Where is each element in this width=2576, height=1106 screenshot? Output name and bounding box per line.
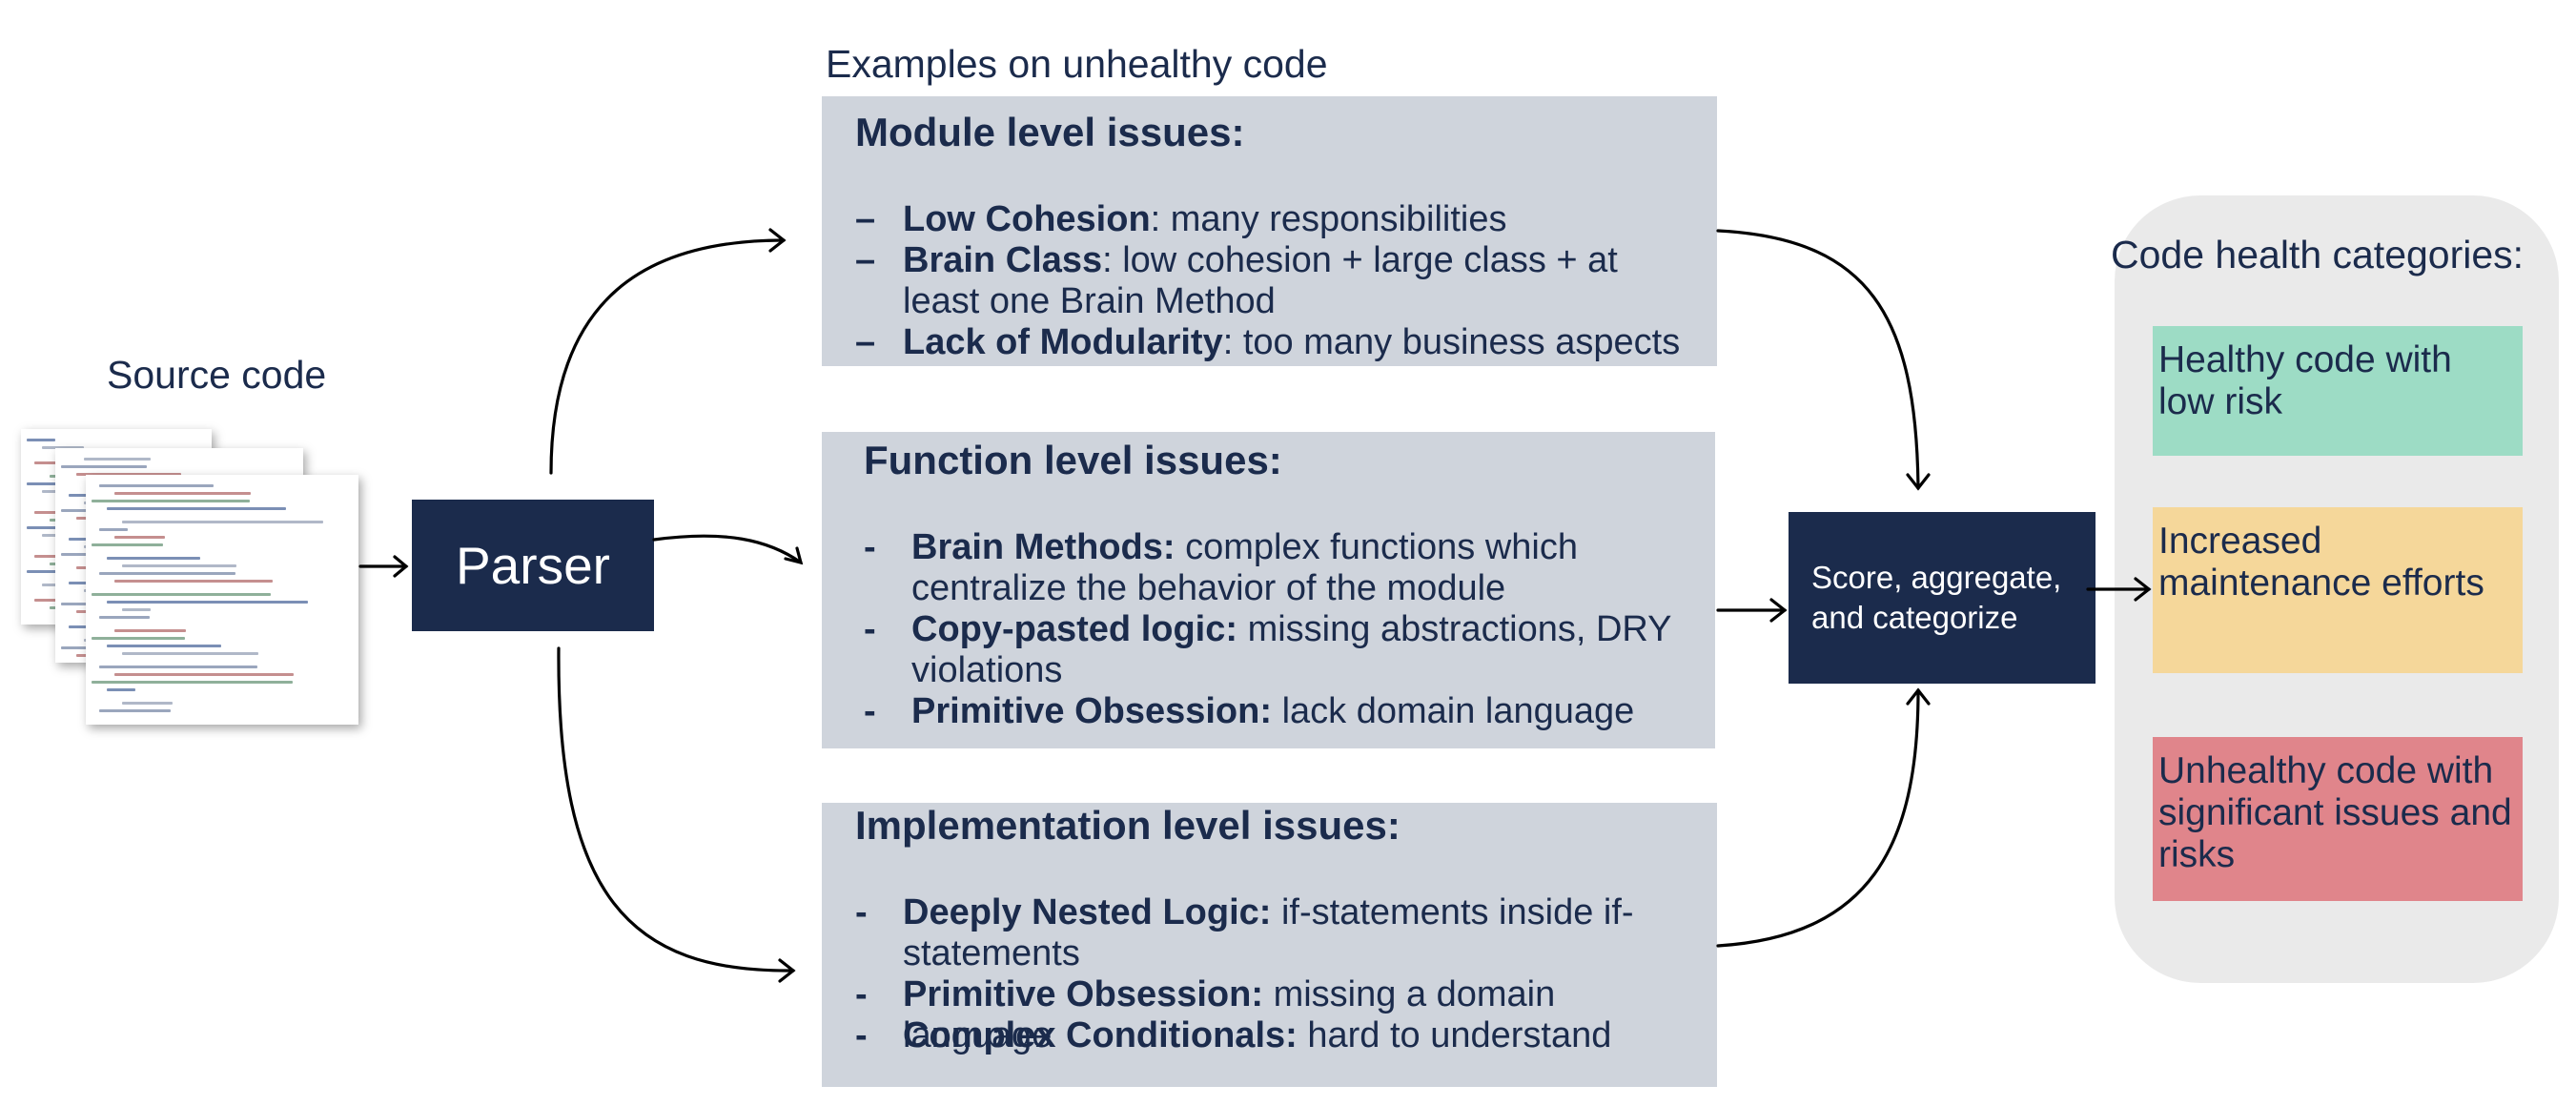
code-line (107, 645, 222, 647)
source-code-label: Source code (107, 353, 327, 397)
code-line (92, 500, 250, 502)
code-line (99, 572, 235, 575)
code-line (92, 637, 185, 640)
module-issue-low-cohesion: – Low Cohesion: many responsibilities (855, 199, 1507, 239)
code-line (114, 629, 187, 632)
arrow-function-to-score-head (1769, 598, 1788, 623)
function-issue-copy-pasted-logic: - Copy-pasted logic: missing abstraction… (864, 609, 1671, 690)
module-issue-brain-class: – Brain Class: low cohesion + large clas… (855, 240, 1618, 321)
code-line (122, 652, 258, 655)
function-level-title: Function level issues: (864, 438, 1282, 482)
category-healthy-label: Healthy code with low risk (2158, 339, 2452, 422)
code-line (122, 564, 237, 567)
code-line (122, 521, 323, 523)
code-line (34, 599, 63, 602)
category-unhealthy-label: Unhealthy code with significant issues a… (2158, 750, 2512, 875)
arrow-implementation-to-score-head (1906, 687, 1931, 706)
code-health-categories-heading: Code health categories: (2111, 233, 2525, 276)
code-line (107, 507, 287, 510)
module-issue-lack-of-modularity: – Lack of Modularity: too many business … (855, 322, 1681, 362)
arrow-parser-to-module-head (768, 228, 787, 253)
code-line (61, 603, 90, 605)
implementation-issue-deeply-nested-logic: - Deeply Nested Logic: if-statements ins… (855, 892, 1634, 973)
code-line (114, 580, 273, 583)
code-line (107, 688, 135, 691)
code-line (122, 702, 173, 705)
code-line (107, 557, 200, 560)
code-line (122, 608, 151, 611)
arrow-implementation-to-score (1716, 688, 1920, 948)
examples-heading: Examples on unhealthy code (826, 42, 1328, 86)
category-increased-maintenance: Increased maintenance efforts (2153, 507, 2523, 673)
code-line (92, 543, 164, 546)
implementation-level-title: Implementation level issues: (855, 803, 1400, 848)
score-label: Score, aggregate, and categorize (1811, 560, 2062, 635)
code-line (107, 601, 308, 604)
implementation-issue-primitive-obsession: - Primitive Obsession: missing a domain … (855, 974, 1556, 1055)
implementation-issue-complex-conditionals: - Complex Conditionals: hard to understa… (855, 1015, 1612, 1055)
score-aggregate-categorize-box: Score, aggregate, and categorize (1789, 512, 2096, 684)
code-line (99, 528, 128, 531)
arrow-parser-to-module (549, 238, 786, 475)
implementation-level-panel: Implementation level issues: - Deeply Ne… (822, 803, 1717, 1087)
code-line (114, 536, 165, 539)
code-line (92, 593, 272, 596)
arrow-parser-to-function (652, 534, 803, 564)
code-line (99, 709, 172, 712)
arrow-module-to-score-head (1906, 473, 1931, 491)
arrow-module-to-score (1716, 229, 1920, 490)
parser-label: Parser (456, 536, 610, 595)
code-line (99, 484, 215, 487)
code-line (114, 673, 295, 676)
arrow-parser-to-implementation-head (778, 958, 796, 983)
module-level-panel: Module level issues: – Low Cohesion: man… (822, 96, 1717, 366)
code-line (99, 616, 150, 619)
arrow-parser-to-function-head (784, 546, 804, 565)
category-healthy: Healthy code with low risk (2153, 326, 2523, 456)
category-increased-maintenance-label: Increased maintenance efforts (2158, 521, 2484, 604)
arrow-source-to-parser-head (393, 555, 409, 578)
code-line (84, 458, 151, 461)
code-line (92, 681, 293, 684)
code-page-front (86, 475, 358, 725)
function-issue-brain-methods: - Brain Methods: complex functions which… (864, 527, 1578, 608)
parser-box: Parser (412, 500, 654, 631)
category-unhealthy: Unhealthy code with significant issues a… (2153, 737, 2523, 901)
arrow-score-to-categories-head (2134, 577, 2152, 602)
function-issue-primitive-obsession: - Primitive Obsession: lack domain langu… (864, 691, 1635, 731)
code-line (114, 492, 251, 495)
code-line (61, 465, 147, 468)
code-line (27, 526, 69, 529)
code-line (99, 666, 257, 668)
arrow-parser-to-implementation (557, 646, 795, 973)
code-line (76, 473, 181, 476)
code-line (27, 439, 55, 441)
function-level-panel: Function level issues: - Brain Methods: … (822, 432, 1715, 748)
module-level-title: Module level issues: (855, 110, 1245, 154)
code-line (42, 446, 84, 449)
